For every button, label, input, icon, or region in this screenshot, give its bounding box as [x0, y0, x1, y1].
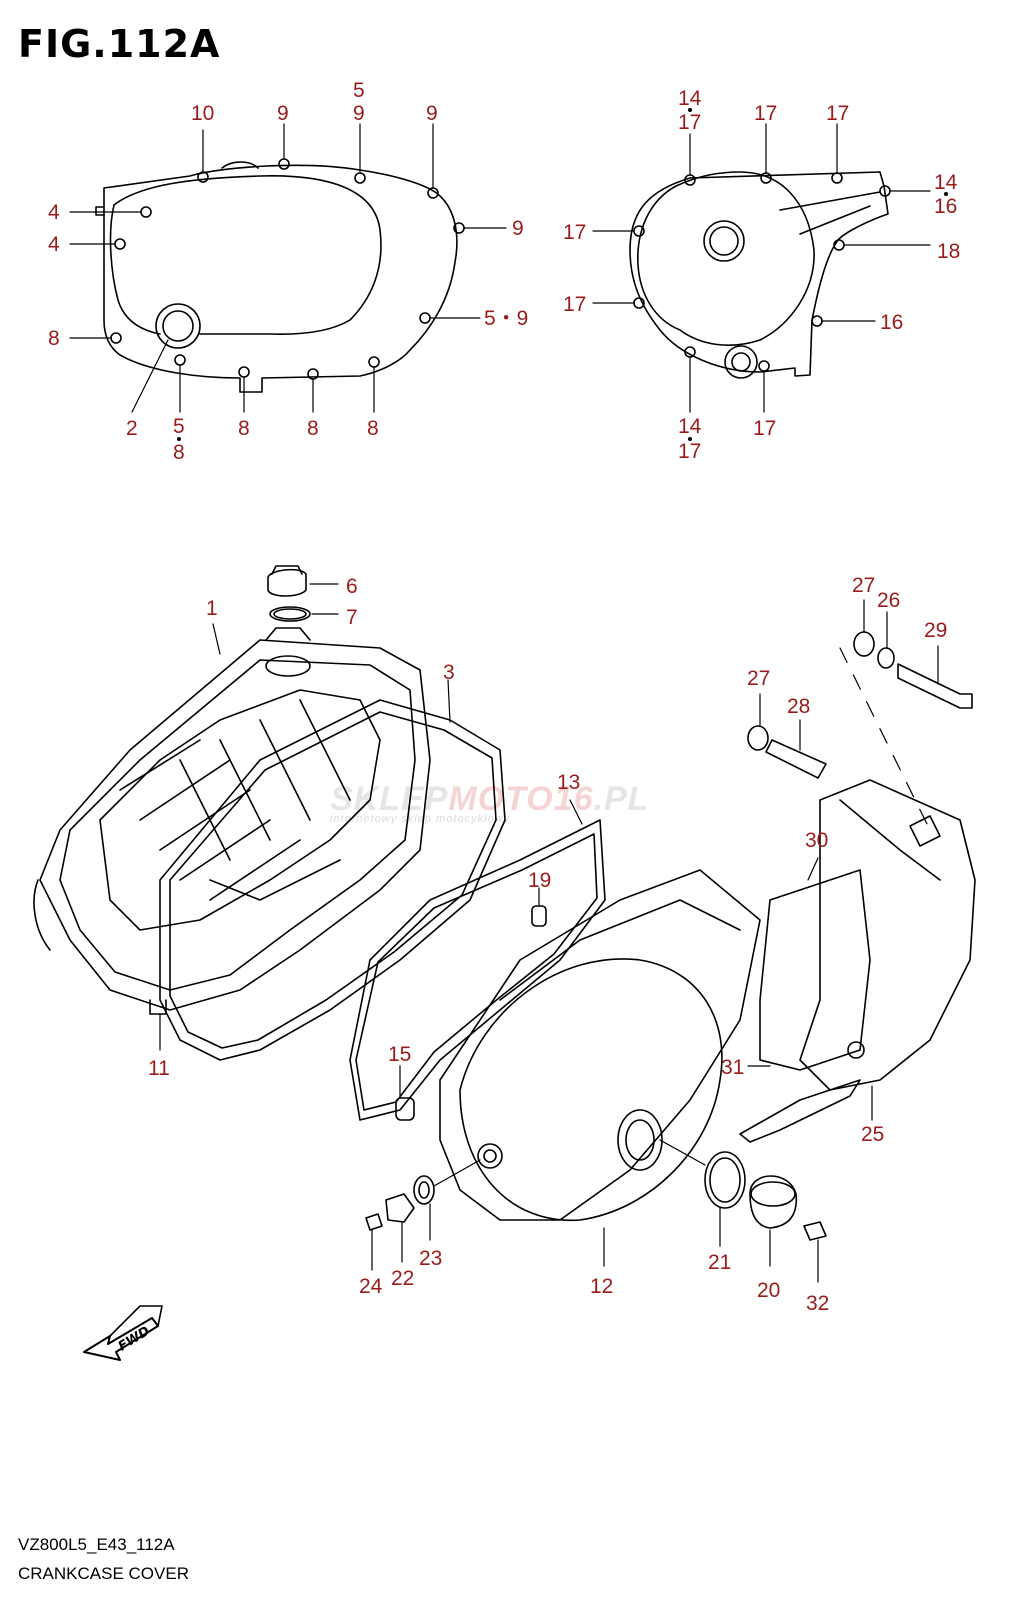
callout-5: 5	[173, 415, 185, 438]
part-25-cover	[799, 647, 976, 1121]
part-31-bracket	[739, 1065, 861, 1143]
part-1-crankcase-cover	[33, 623, 431, 1051]
part-27-spacer-top	[853, 599, 875, 657]
part-12-clutch-cover	[439, 869, 761, 1267]
callout-4: 4	[48, 233, 60, 256]
part-15-dowel	[395, 1065, 415, 1121]
callout-21: 21	[708, 1251, 732, 1274]
callout-2: 2	[126, 417, 138, 440]
callout-28: 28	[787, 695, 811, 718]
watermark-brand-c: 16	[553, 780, 594, 818]
callout-9: 9	[426, 102, 438, 125]
callout-22: 22	[391, 1267, 415, 1290]
part-7-o-ring	[269, 606, 339, 622]
part-27-spacer-low	[747, 693, 769, 751]
part-28-rod	[765, 719, 827, 779]
callout-17: 17	[563, 221, 587, 244]
separator-dot	[688, 108, 692, 112]
fwd-arrow-icon	[83, 1305, 163, 1361]
callout-32: 32	[806, 1292, 830, 1315]
part-13-gasket	[349, 799, 606, 1121]
callout-13: 13	[557, 771, 581, 794]
part-26-washer	[877, 611, 895, 669]
part-30-bracket	[759, 857, 871, 1071]
callout-10: 10	[191, 102, 215, 125]
right-cover-leaders	[592, 123, 931, 413]
part-21-o-ring	[659, 1139, 746, 1247]
part-23-washer	[413, 1159, 481, 1241]
callout-5: 5	[353, 79, 365, 102]
callout-17: 17	[678, 440, 702, 463]
callout-29: 29	[924, 619, 948, 642]
part-19-dowel	[531, 887, 547, 927]
watermark-tagline: internetowy sklep motocyklowy	[330, 813, 511, 825]
callout-19: 19	[528, 869, 552, 892]
left-cover-leaders	[69, 123, 507, 413]
callout-11: 11	[148, 1057, 170, 1080]
left-cover-outline	[95, 158, 465, 393]
callout-1: 1	[206, 597, 218, 620]
callout-27: 27	[852, 574, 876, 597]
callout-18: 18	[937, 240, 961, 263]
callout-14: 14	[934, 171, 958, 194]
callout-27: 27	[747, 667, 771, 690]
callout-3: 3	[443, 661, 455, 684]
callout-12: 12	[590, 1275, 614, 1298]
separator-dot	[177, 437, 181, 441]
part-29-bolt	[897, 645, 973, 709]
callout-16: 16	[880, 311, 904, 334]
part-20-plug	[749, 1175, 798, 1267]
part-3-gasket	[159, 679, 506, 1061]
callout-7: 7	[346, 606, 358, 629]
part-6-filler-cap	[267, 565, 339, 597]
figure-title: FIG.112A	[18, 22, 221, 66]
callout-8: 8	[238, 417, 250, 440]
callout-23: 23	[419, 1247, 443, 1270]
watermark-brand-d: .PL	[593, 780, 650, 818]
part-22-bolt	[385, 1193, 415, 1263]
callout-9: 9	[512, 217, 524, 240]
part-32-plug	[803, 1221, 827, 1283]
callout-24: 24	[359, 1275, 383, 1298]
callout-14: 14	[678, 415, 702, 438]
callout-17: 17	[826, 102, 850, 125]
separator-dot	[688, 437, 692, 441]
callout-9: 9	[277, 102, 289, 125]
callout-8: 8	[307, 417, 319, 440]
figure-code: VZ800L5_E43_112A	[18, 1535, 175, 1554]
separator-dot	[944, 192, 948, 196]
callout-31: 31	[721, 1056, 745, 1079]
callout-17: 17	[563, 293, 587, 316]
callout-26: 26	[877, 589, 901, 612]
callout-8: 8	[367, 417, 379, 440]
watermark-brand-b: MOTO	[448, 780, 554, 818]
callout-5-9: 5・9	[484, 307, 529, 330]
callout-30: 30	[805, 829, 829, 852]
callout-14: 14	[678, 87, 702, 110]
callout-16: 16	[934, 195, 958, 218]
callout-8: 8	[173, 441, 185, 464]
callout-6: 6	[346, 575, 358, 598]
figure-description: CRANKCASE COVER	[18, 1564, 189, 1583]
right-cover-outline	[629, 171, 891, 379]
callout-9: 9	[353, 102, 365, 125]
callout-15: 15	[388, 1043, 412, 1066]
callout-17: 17	[678, 111, 702, 134]
callout-20: 20	[757, 1279, 781, 1302]
part-24-plug	[365, 1213, 383, 1271]
callout-4: 4	[48, 201, 60, 224]
callout-17: 17	[754, 102, 778, 125]
callout-25: 25	[861, 1123, 885, 1146]
callout-17: 17	[753, 417, 777, 440]
callout-8: 8	[48, 327, 60, 350]
